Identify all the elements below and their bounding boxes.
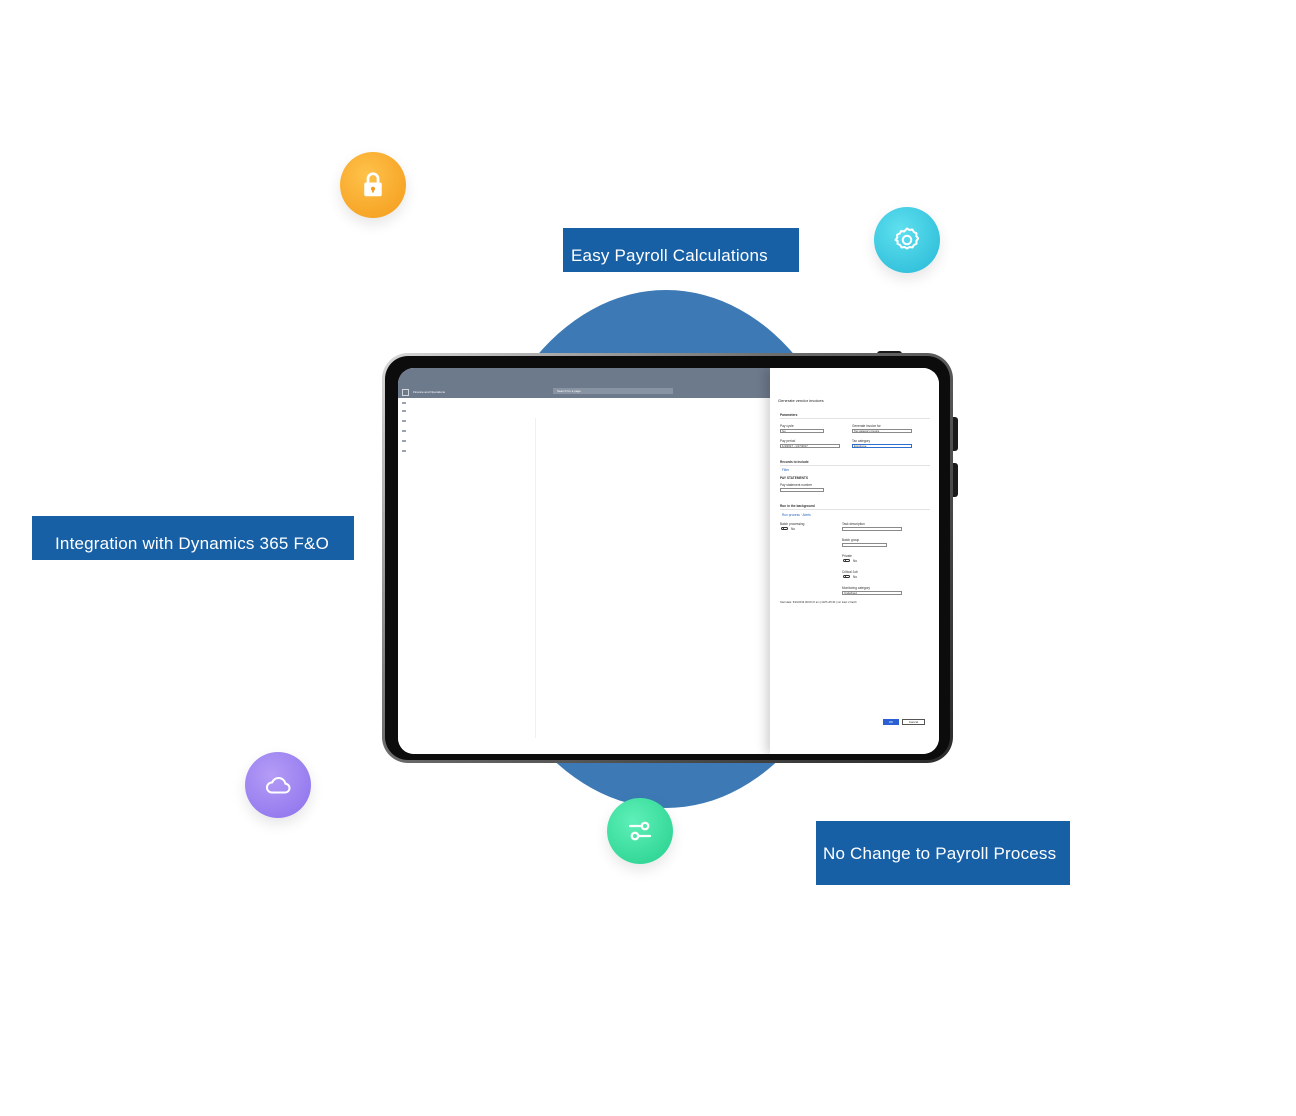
pay-cycle-label: Pay cycle [780,424,794,428]
nav-menu-icon[interactable] [402,402,406,404]
generate-invoice-label: Generate invoice for [852,424,881,428]
divider [780,418,930,419]
divider [780,465,930,466]
gear-icon [894,227,920,250]
slider-orb [607,798,673,864]
cloud-orb [245,752,311,818]
tablet-frame: Finance and Operations Search for a page… [382,353,953,763]
filter-link[interactable]: Filter [782,468,790,472]
pay-period-field[interactable]: 1/4/2017 - 1/17/2017 [780,444,840,448]
nav-modules-icon[interactable] [402,440,406,442]
run-background-heading: Run in the background [780,504,815,508]
tax-category-field[interactable]: Employee [852,444,912,448]
batch-processing-toggle[interactable] [781,527,788,530]
tax-category-label: Tax category [852,439,871,443]
pay-statements-heading: PAY STATEMENTS [780,476,808,480]
left-nav-rail [398,398,410,754]
pay-cycle-field[interactable]: Ivo [780,429,824,433]
batch-processing-value: No [791,527,796,531]
critical-job-toggle[interactable] [843,575,850,578]
task-description-label: Task description [842,522,865,526]
generate-vendor-invoices-panel: Generate vendor invoices Parameters Pay … [770,368,939,754]
lock-icon [364,172,382,197]
panel-title: Generate vendor invoices [778,398,824,403]
task-description-field[interactable] [842,527,902,531]
pay-statement-number-field[interactable] [780,488,824,492]
batch-group-field[interactable] [842,543,887,547]
private-value: No [853,559,858,563]
tablet-volume-down [952,463,958,497]
monitoring-category-field[interactable]: Undefined [842,591,902,595]
tablet-screen: Finance and Operations Search for a page… [398,368,939,754]
workspace-divider [535,418,536,738]
private-toggle[interactable] [843,559,850,562]
tablet-bezel: Finance and Operations Search for a page… [385,356,950,760]
parameters-heading: Parameters [780,413,798,417]
records-heading: Records to include [780,460,809,464]
batch-group-label: Batch group [842,538,860,542]
search-input[interactable]: Search for a page [553,388,673,394]
feature-label-dynamics: Integration with Dynamics 365 F&O [32,516,354,560]
app-launcher-icon[interactable] [402,389,409,396]
cloud-icon [265,776,291,794]
nav-recent-icon[interactable] [402,420,406,422]
generate-invoice-field[interactable]: Tax category invoice [852,429,912,433]
run-background-links[interactable]: Run process · Alerts [782,513,811,517]
nav-workspaces-icon[interactable] [402,430,406,432]
nav-settings-icon[interactable] [402,450,406,452]
gear-orb [874,207,940,273]
batch-processing-label: Batch processing [780,522,805,526]
critical-job-label: Critical Job [842,570,858,574]
pay-statement-number-label: Pay statement number [780,483,813,487]
feature-label-payroll: Easy Payroll Calculations [563,228,799,272]
lock-orb [340,152,406,218]
app-top-bar: Finance and Operations Search for a page [398,368,770,398]
divider [780,509,930,510]
cancel-button[interactable]: Cancel [902,719,925,725]
monitoring-category-label: Monitoring category [842,586,870,590]
pay-period-label: Pay period [780,439,796,443]
nav-favorites-icon[interactable] [402,410,406,412]
app-name: Finance and Operations [413,390,446,394]
slider-icon [628,821,652,841]
critical-job-value: No [853,575,858,579]
app-workspace [410,398,770,754]
tablet-volume-up [952,417,958,451]
ok-button[interactable]: OK [883,719,899,725]
start-date-text: Start date: 5/23/2019 09:09:47 am | GMT+… [780,601,857,604]
feature-label-no-change: No Change to Payroll Process [816,821,1070,885]
private-label: Private [842,554,852,558]
